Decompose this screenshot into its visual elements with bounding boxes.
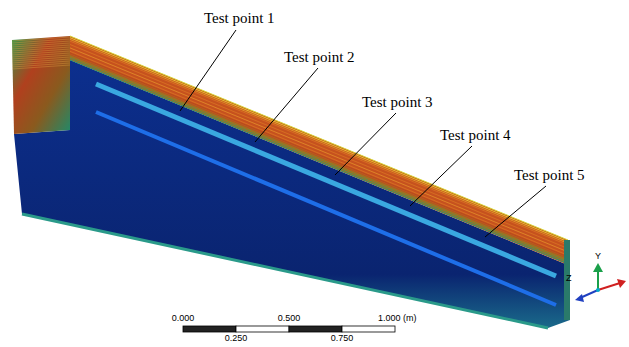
end-fin-line (12, 51, 70, 55)
fin-line (70, 48, 568, 252)
fin-line (70, 53, 568, 257)
callout-label: Test point 4 (440, 127, 511, 144)
fin-line (70, 41, 568, 245)
end-fin-line (12, 37, 70, 41)
axis-z (580, 290, 598, 298)
end-fin-line (12, 39, 70, 43)
fin-line (70, 60, 568, 264)
end-fin-line (12, 65, 70, 69)
floor-edge (22, 214, 548, 328)
fin-line (70, 58, 568, 262)
leader-line (180, 30, 236, 111)
axis-label: Z (566, 274, 572, 284)
scale-segment (183, 326, 236, 332)
callout-label: Test point 1 (204, 10, 275, 27)
fin-line (70, 43, 568, 247)
leader-line (410, 146, 472, 206)
end-fin-line (12, 59, 70, 63)
scale-value: 1.000 (m) (378, 314, 417, 324)
scale-value: 0.000 (172, 314, 195, 324)
fin-line (70, 46, 568, 250)
end-fin-line (12, 63, 70, 67)
axis-y-head (593, 263, 603, 272)
scale-segment (236, 326, 289, 332)
leader-line (255, 68, 318, 142)
end-fin-line (12, 45, 70, 49)
end-fin-line (12, 55, 70, 59)
end-fin-line (12, 61, 70, 65)
end-fin-line (12, 43, 70, 47)
fin-wall (70, 36, 568, 265)
axis-y (597, 270, 599, 290)
leader-line (485, 186, 546, 237)
end-fin-line (12, 57, 70, 61)
axis-x (598, 283, 620, 290)
fin-line (70, 50, 568, 254)
axis-label: Y (595, 252, 601, 262)
axis-z-head (575, 294, 584, 302)
fin-line (70, 45, 568, 249)
scale-segment (289, 326, 342, 332)
floor-surface (14, 60, 570, 328)
scale-value: 0.750 (331, 334, 354, 344)
fin-line (70, 36, 568, 240)
leader-line (335, 113, 396, 175)
callout-label: Test point 2 (284, 49, 355, 66)
fin-lines (70, 36, 568, 264)
scale-segment (342, 326, 395, 332)
fin-line (70, 56, 568, 260)
callout-label: Test point 5 (514, 167, 585, 184)
axis-x-head (617, 279, 626, 288)
leader-lines (180, 30, 546, 237)
axis-triad (575, 263, 626, 302)
fin-line (70, 39, 568, 243)
cooling-channel (96, 84, 556, 276)
fin-line (70, 55, 568, 259)
end-fin-line (12, 47, 70, 51)
end-face (12, 36, 70, 134)
end-fin-lines (12, 37, 70, 69)
scale-bar (183, 326, 395, 332)
scale-value: 0.250 (225, 334, 248, 344)
end-fin-line (12, 53, 70, 57)
scale-value: 0.500 (278, 314, 301, 324)
callout-label: Test point 3 (362, 94, 433, 111)
fin-line (70, 51, 568, 255)
end-fin-line (12, 41, 70, 45)
axis-origin (596, 288, 600, 292)
fin-line (70, 38, 568, 242)
end-fin-line (12, 49, 70, 53)
